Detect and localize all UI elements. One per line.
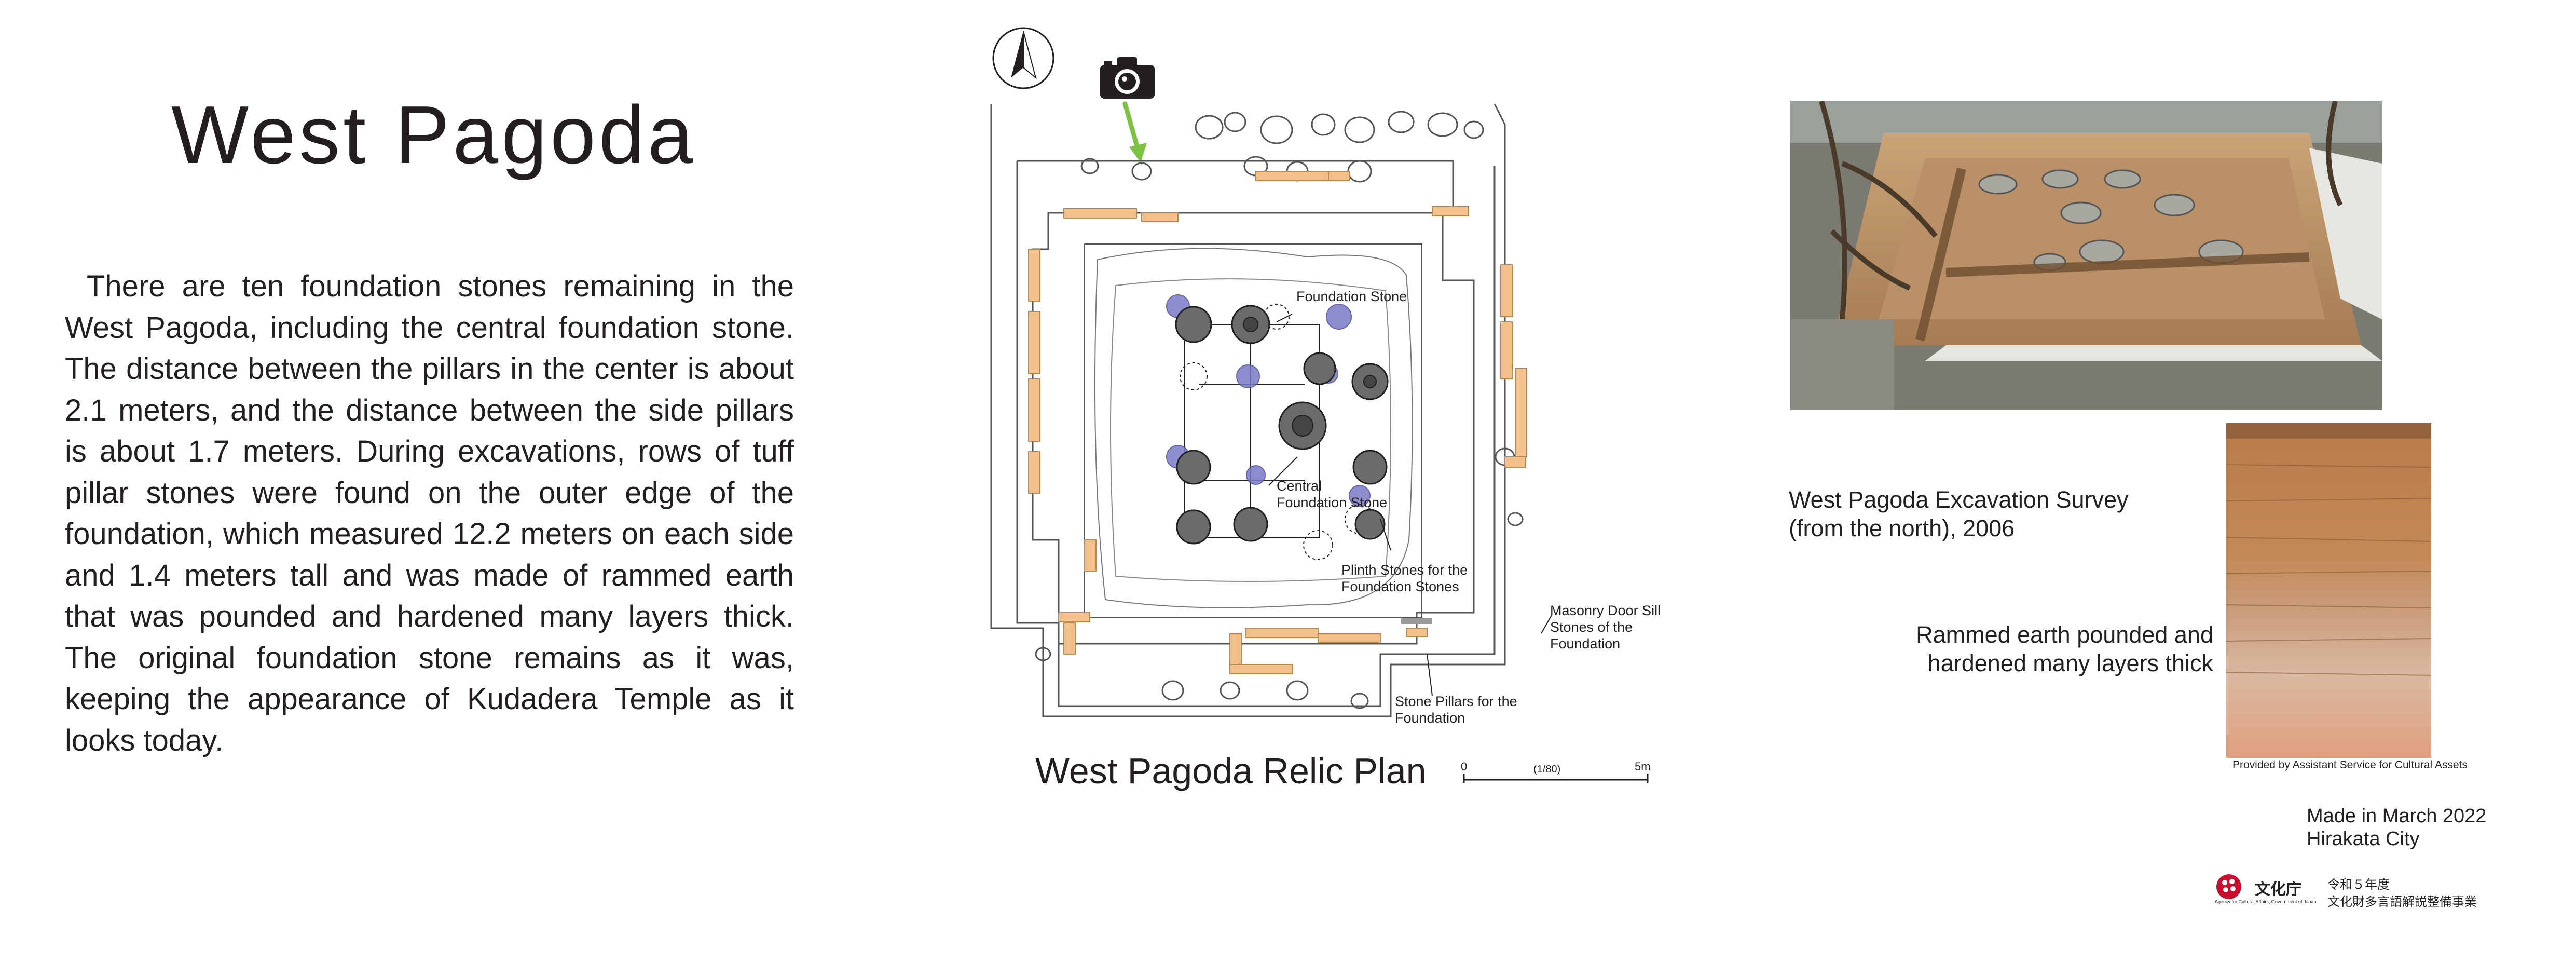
scale-start: 0 (1461, 760, 1467, 773)
project-year: 令和５年度 (2327, 877, 2390, 892)
label-foundation-stone: Foundation Stone (1296, 289, 1407, 304)
scale-end: 5m (1635, 760, 1651, 773)
plan-title: West Pagoda Relic Plan (1035, 751, 1427, 791)
label-central-2: Foundation Stone (1277, 495, 1387, 510)
made-city: Hirakata City (2307, 828, 2420, 850)
label-masonry-3: Foundation (1550, 636, 1620, 652)
north-arrow-icon (992, 27, 1054, 89)
direction-arrow-icon (1122, 101, 1147, 162)
description-paragraph: There are ten foundation stones remainin… (65, 269, 794, 757)
label-masonry-2: Stones of the (1550, 619, 1633, 635)
camera-icon (1100, 57, 1155, 99)
made-date: Made in March 2022 (2307, 805, 2487, 827)
label-pillars-1: Stone Pillars for the (1395, 694, 1517, 709)
photo-credit: Provided by Assistant Service for Cultur… (2232, 759, 2468, 771)
project-name: 文化財多言語解説整備事業 (2327, 894, 2477, 909)
label-plinth-1: Plinth Stones for the (1341, 562, 1468, 578)
rammed-earth-photo (2226, 423, 2431, 758)
scale-ratio: (1/80) (1533, 764, 1560, 775)
label-masonry-1: Masonry Door Sill (1550, 603, 1661, 618)
agency-logo-text: 文化庁 (2255, 880, 2301, 899)
excavation-caption-line1: West Pagoda Excavation Survey (1789, 486, 2129, 513)
relic-plan-drawing: Foundation Stone Central Foundation Ston… (990, 103, 1661, 726)
excavation-photo (1790, 101, 2382, 410)
scale-bar: 0 (1/80) 5m (1461, 760, 1651, 783)
description-text: There are ten foundation stones remainin… (65, 266, 794, 761)
agency-logo-subtext: Agency for Cultural Affairs, Government … (2215, 899, 2317, 904)
excavation-caption-line2: (from the north), 2006 (1789, 515, 2015, 541)
excavation-caption: West Pagoda Excavation Survey (from the … (1789, 485, 2129, 542)
agency-logo-icon (2216, 874, 2241, 899)
made-info: Made in March 2022 Hirakata City (2307, 805, 2486, 850)
earth-caption-line2: hardened many layers thick (1927, 650, 2213, 676)
label-central-1: Central (1277, 478, 1322, 494)
label-pillars-2: Foundation (1395, 710, 1465, 726)
page-title: West Pagoda (171, 89, 696, 181)
project-info: 令和５年度 文化財多言語解説整備事業 (2327, 876, 2477, 911)
label-plinth-2: Foundation Stones (1341, 579, 1459, 594)
earth-caption-line1: Rammed earth pounded and (1916, 621, 2213, 648)
earth-caption: Rammed earth pounded and hardened many l… (1910, 620, 2213, 677)
